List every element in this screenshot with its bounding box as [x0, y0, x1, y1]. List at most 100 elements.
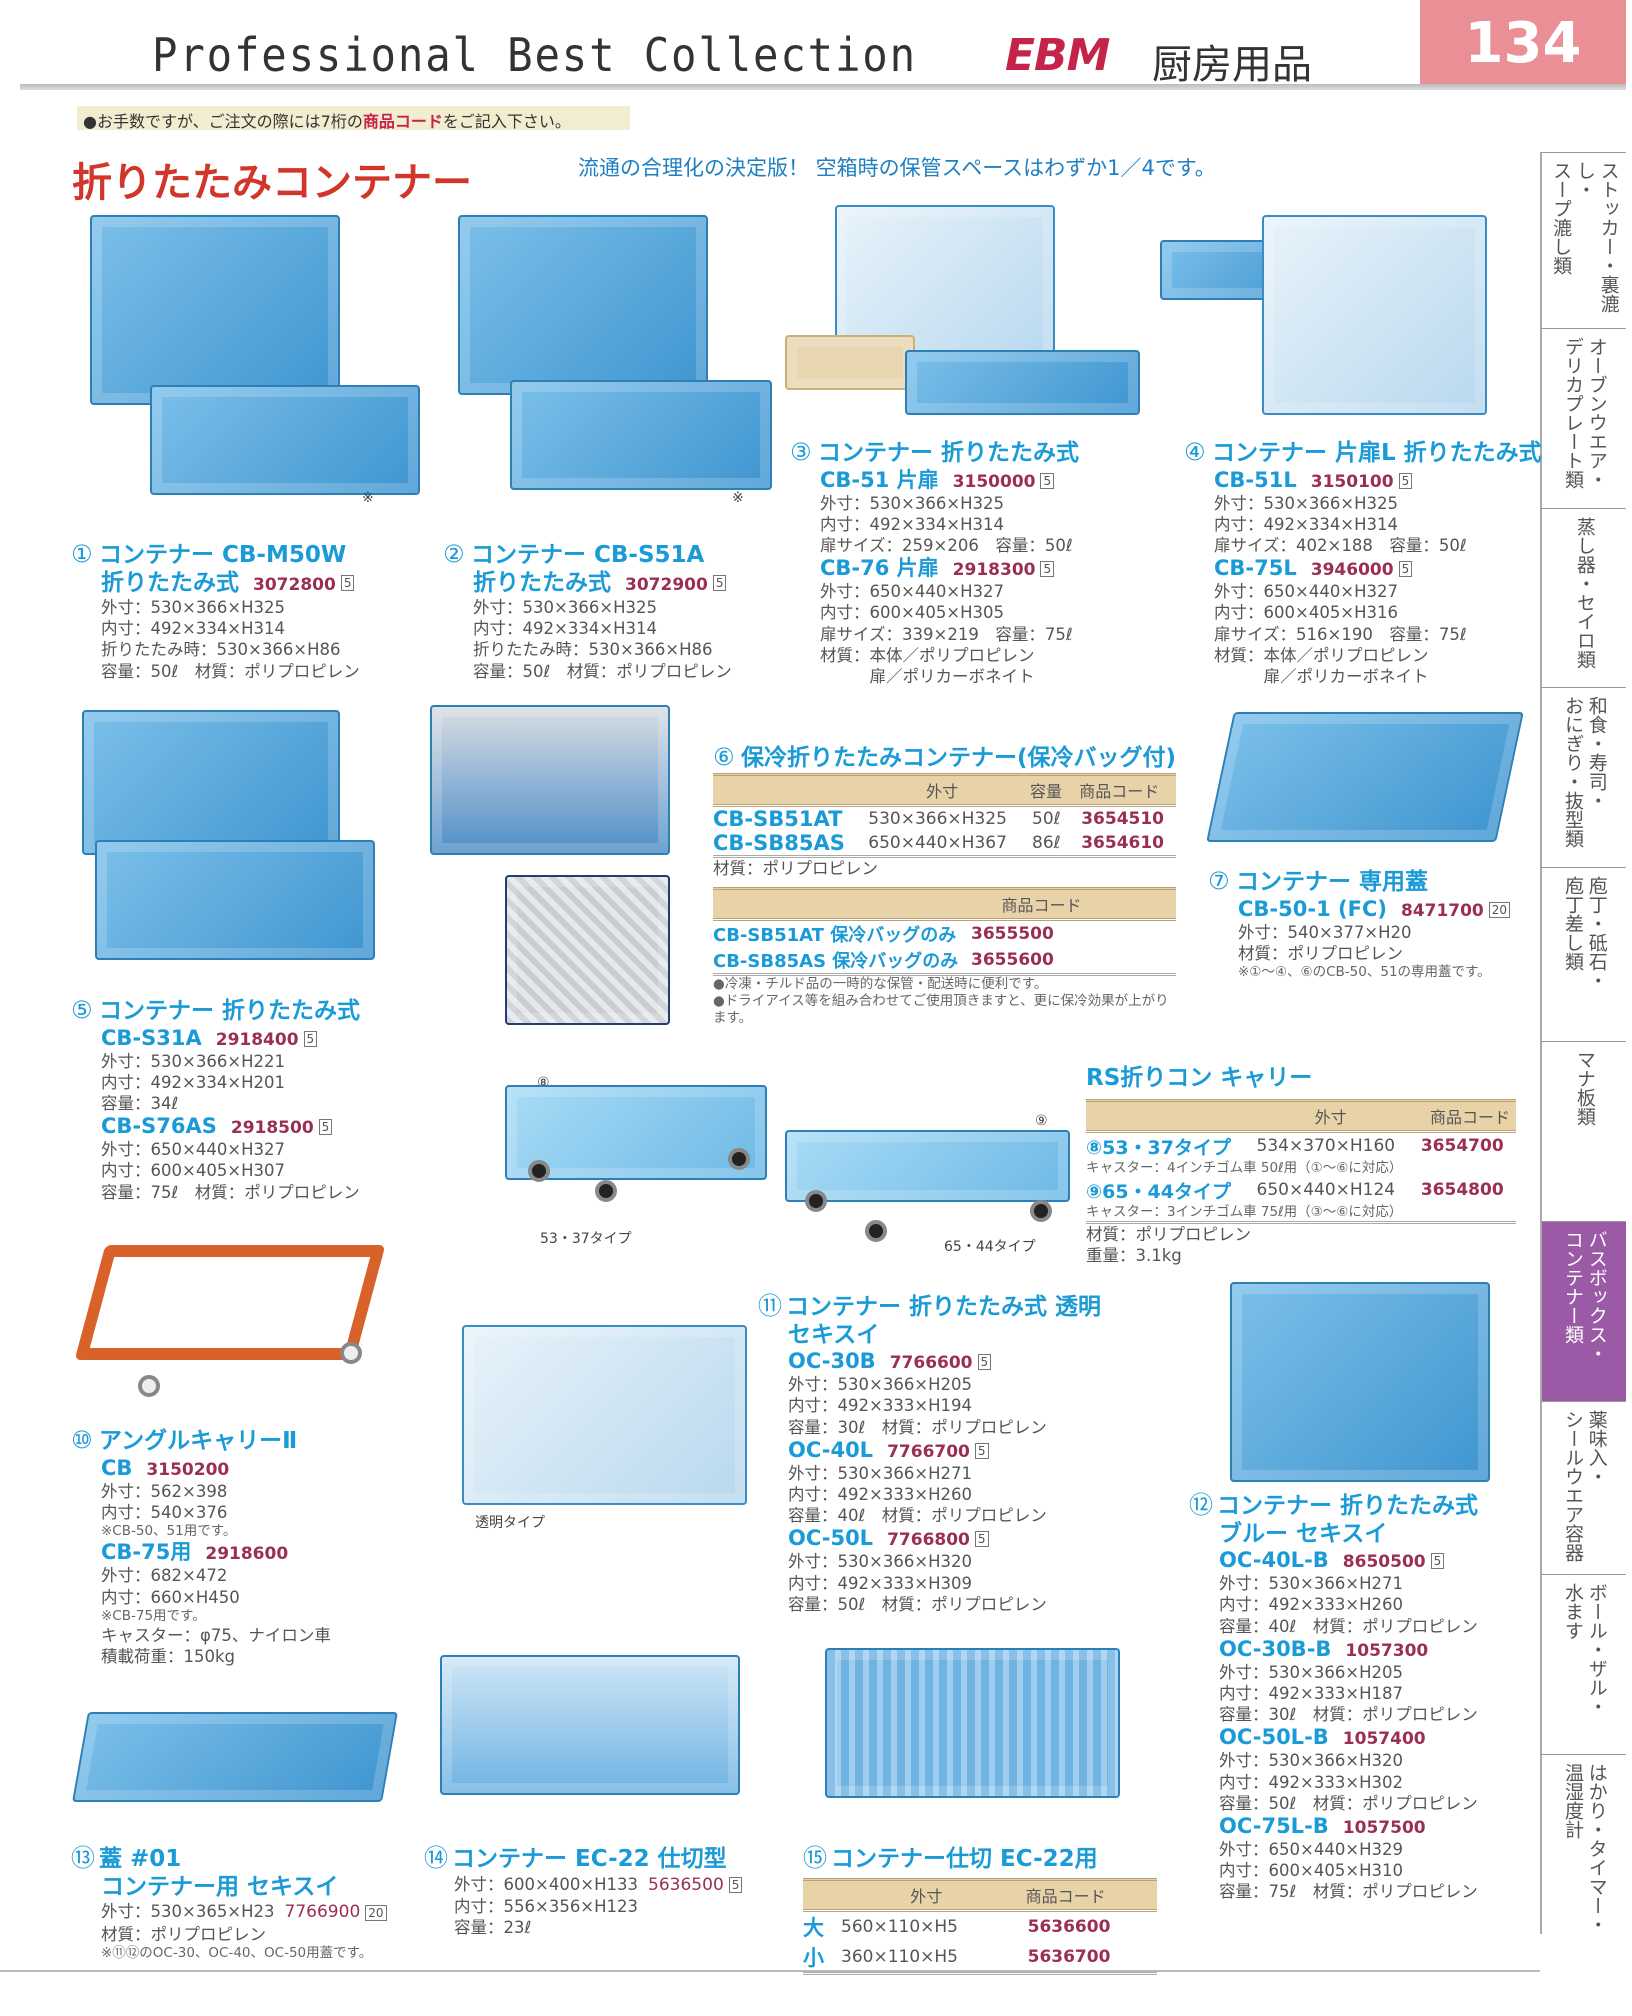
note-prefix: ●お手数ですが、ご注文の際には7桁の: [83, 112, 363, 131]
caster-note: キャスター：4インチゴム車 50ℓ用（①～⑥に対応）: [1086, 1159, 1403, 1176]
item-number: ④: [1184, 438, 1206, 466]
wheel-icon: [595, 1180, 617, 1202]
sidebar-tab-label: 和食・寿司・ おにぎり・抜型類: [1562, 696, 1608, 848]
sidebar-tab[interactable]: 薬味入・ シールウエア容器: [1540, 1401, 1626, 1574]
spec-text: 内寸：492×334×H314: [101, 619, 286, 639]
product-title: RS折りコン キャリー: [1086, 1065, 1313, 1091]
spec-row: 内寸：600×405×H310: [1189, 1860, 1478, 1881]
order-note: ●お手数ですが、ご注文の際には7桁の商品コードをご記入下さい。: [77, 106, 630, 131]
spec-text: ※⑪⑫のOC-30、OC-40、OC-50用蓋です。: [101, 1945, 373, 1962]
spec-text: 容量：23ℓ: [454, 1918, 532, 1938]
item-number: ⑬: [71, 1844, 95, 1872]
product-image-cb-s31a-folded: [95, 840, 375, 960]
sidebar-tab-label: 薬味入・ シールウエア容器: [1562, 1410, 1608, 1562]
spec-text: 容量：30ℓ 材質：ポリプロピレン: [788, 1417, 1047, 1437]
sidebar-tab[interactable]: バスボックス・ コンテナー類: [1540, 1221, 1626, 1401]
spec-row: 扉サイズ：259×206 容量：50ℓ: [790, 535, 1079, 556]
pack-qty-badge: 5: [303, 1030, 318, 1047]
sidebar-tab[interactable]: 庖丁・砥石・ 庖丁差し類: [1540, 867, 1626, 1041]
spec-text: 扉サイズ：516×190 容量：75ℓ: [1214, 624, 1467, 644]
col-header-size: 外寸: [926, 781, 959, 801]
spec-text: 外寸：650×440×H327: [820, 582, 1005, 602]
product-name: コンテナー 折りたたみ式: [818, 440, 1080, 466]
sidebar-tab[interactable]: ストッカー・裏漉し・ スープ漉し類: [1540, 152, 1626, 328]
product-code: 2918400: [215, 1029, 299, 1050]
spec-text: 容量：50ℓ 材質：ポリプロピレン: [101, 661, 360, 681]
product-code: 7766700: [887, 1441, 970, 1462]
product-name: コンテナー EC-22 仕切型: [452, 1846, 727, 1872]
spec-row: 内寸：660×H450: [71, 1587, 331, 1608]
product-image-cb-m50w: [90, 215, 340, 405]
product-name: 折りたたみ式: [101, 569, 239, 596]
product-name: CB-51 片扉: [820, 467, 939, 492]
product-image-lid-01: [72, 1712, 398, 1802]
spec-row: 外寸：650×440×H327: [790, 581, 1079, 602]
spec-text: 内寸：660×H450: [101, 1587, 240, 1607]
product-name: コンテナー 片扉L 折りたたみ式: [1212, 440, 1542, 466]
sidebar-tab-label: 蒸し器・セイロ類: [1573, 517, 1596, 669]
spec-text: 容量：40ℓ 材質：ポリプロピレン: [1219, 1616, 1478, 1636]
spec-row: 外寸：682×472: [71, 1565, 331, 1586]
spec-text: 扉／ポリカーボネイト: [1214, 666, 1429, 686]
sidebar-tab[interactable]: はかり・タイマー・ 温湿度計: [1540, 1754, 1626, 1934]
sidebar-tab[interactable]: 蒸し器・セイロ類: [1540, 508, 1626, 687]
spec-text: 外寸：530×366×H325: [1214, 493, 1399, 513]
spec-text: 内寸：492×333×H260: [1219, 1595, 1404, 1615]
spec-text: 内寸：492×333×H302: [1219, 1772, 1404, 1792]
spec-row: 外寸：530×366×H205: [758, 1374, 1101, 1395]
item-number: ⑤: [71, 996, 93, 1024]
spec-row: 容量：50ℓ 材質：ポリプロピレン: [1189, 1793, 1478, 1814]
sidebar-tab[interactable]: ボール・ザル・ 水ます: [1540, 1574, 1626, 1754]
col-header-size: 外寸: [1314, 1107, 1347, 1127]
product-name: CB-51L: [1214, 467, 1297, 492]
spec-text: 外寸：530×366×H320: [788, 1552, 973, 1572]
wheel-icon: [528, 1160, 550, 1182]
spec-text: 内寸：492×334×H314: [473, 619, 658, 639]
product-name: CB-76 片扉: [820, 556, 939, 581]
spec-text: ※①～④、⑥のCB-50、51の専用蓋です。: [1238, 964, 1491, 980]
material: 材質：ポリプロピレン: [1086, 1225, 1251, 1245]
product-title: 保冷折りたたみコンテナー(保冷バッグ付): [741, 745, 1177, 771]
sidebar-tab[interactable]: マナ板類: [1540, 1041, 1626, 1221]
note-suffix: をご記入下さい。: [442, 112, 571, 131]
spec-text: 内寸：492×334×H201: [101, 1072, 286, 1092]
item-number: ⑪: [758, 1292, 782, 1320]
product-name: コンテナー CB-S51A: [471, 542, 705, 568]
product-image-cb-s31a: [82, 710, 340, 855]
col-header-code: 商品コード: [1079, 781, 1160, 801]
sidebar-tab[interactable]: オーブンウエア・ デリカプレート類: [1540, 328, 1626, 508]
spec-row: キャスター：φ75、ナイロン車: [71, 1625, 331, 1646]
product-name: CB-75L: [1214, 556, 1297, 581]
product-name: OC-40L: [788, 1437, 874, 1462]
spec-row: 扉／ポリカーボネイト: [1184, 666, 1542, 687]
spec-text: 内寸：600×405×H307: [101, 1161, 286, 1181]
product-code: 8650500: [1342, 1552, 1426, 1573]
spec-row: 内寸：600×405×H316: [1184, 602, 1542, 623]
spec-row: 内寸：492×334×H314: [71, 618, 360, 639]
sidebar-tab[interactable]: 和食・寿司・ おにぎり・抜型類: [1540, 687, 1626, 867]
pack-qty-badge: 5: [340, 575, 355, 592]
product-name: OC-30B: [788, 1349, 876, 1374]
